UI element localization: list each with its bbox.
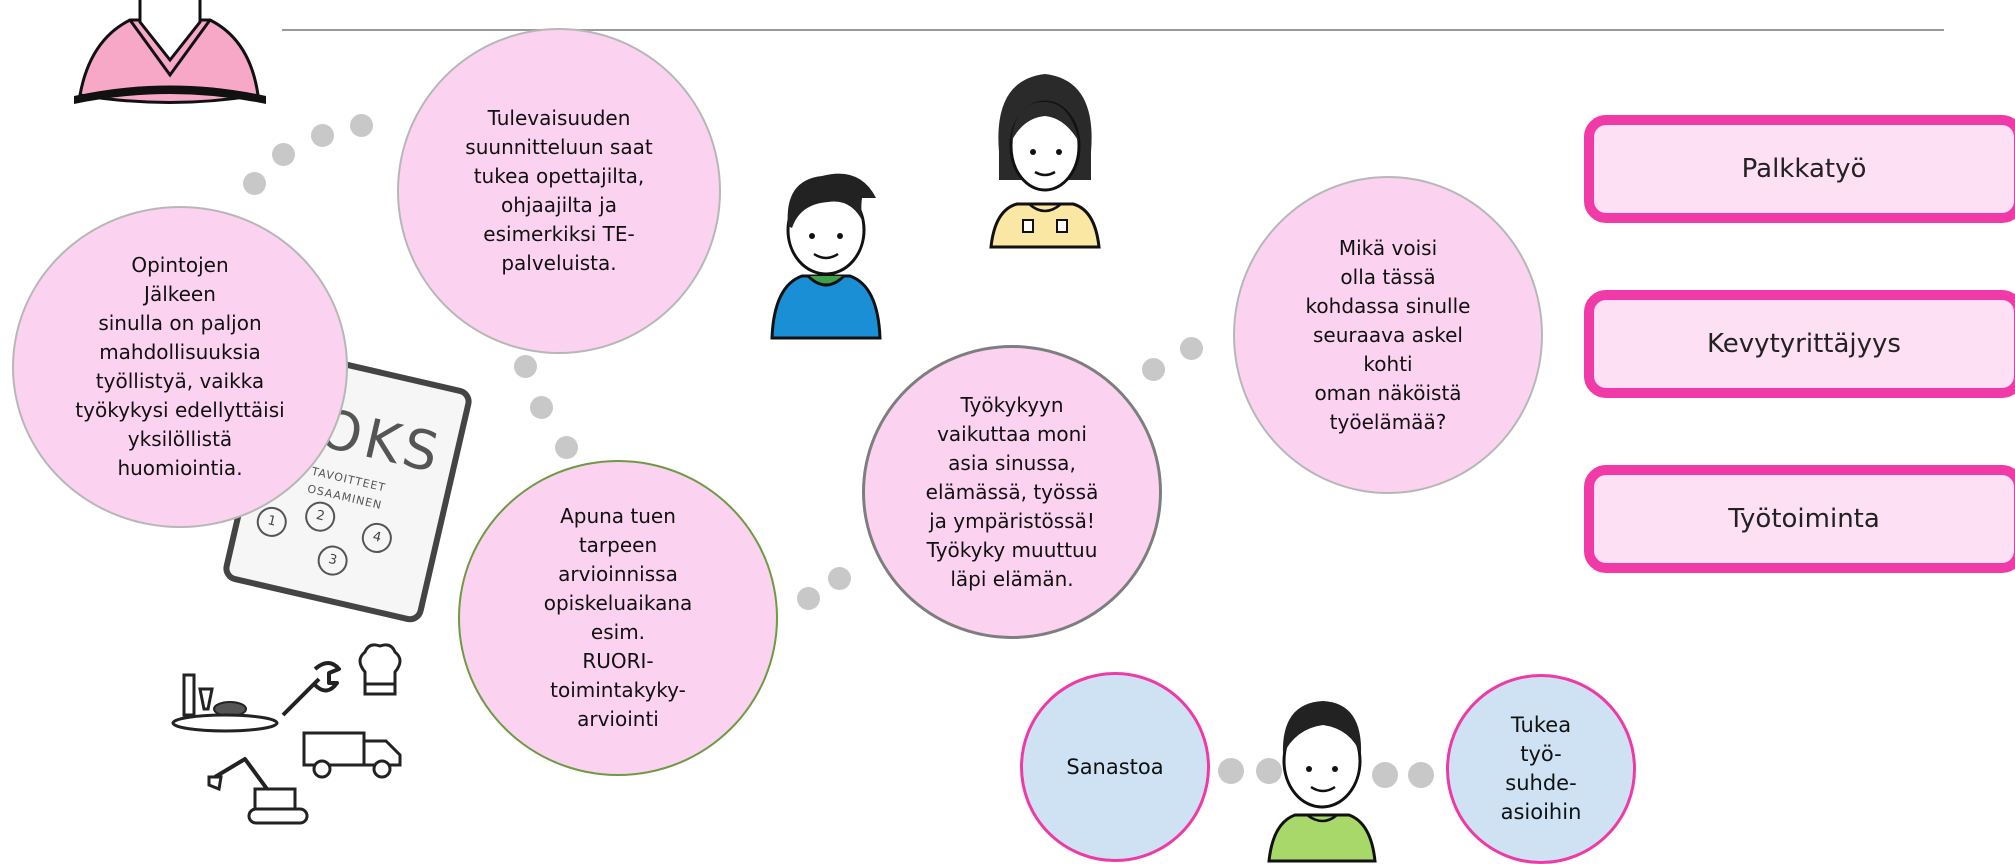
connector-dot xyxy=(797,587,820,610)
connector-dot xyxy=(514,355,537,378)
bubble-tuen-tarve: Apuna tuen tarpeen arvioinnissa opiskelu… xyxy=(458,460,778,776)
option-palkkatyo[interactable]: Palkkatyö xyxy=(1584,115,2015,223)
connector-dot xyxy=(243,172,266,195)
option-kevytyrittajyys[interactable]: Kevytyrittäjyys xyxy=(1584,290,2015,398)
bubble-text: Opintojen Jälkeen sinulla on paljon mahd… xyxy=(75,253,285,480)
woman-yellow-avatar xyxy=(989,74,1101,249)
connector-dot xyxy=(828,567,851,590)
connector-dot xyxy=(1256,758,1282,784)
bubble-text: Mikä voisi olla tässä kohdassa sinulle s… xyxy=(1305,235,1471,434)
woman-pink-avatar xyxy=(74,0,266,104)
option-label: Palkkatyö xyxy=(1741,154,1867,184)
truck-icon xyxy=(302,731,402,779)
connector-dot xyxy=(311,124,334,147)
connector-dot xyxy=(1218,758,1244,784)
tukea-label: Tukea työ- suhde- asioihin xyxy=(1500,713,1582,824)
excavator-icon xyxy=(207,757,309,825)
connector-dot xyxy=(1180,337,1203,360)
option-tyotoiminta[interactable]: Työtoiminta xyxy=(1584,465,2015,573)
connector-dot xyxy=(1372,762,1398,788)
bubble-tulevaisuuden-suunnittelu: Tulevaisuuden suunnitteluun saat tukea o… xyxy=(397,28,721,354)
bubble-text: Tulevaisuuden suunnitteluun saat tukea o… xyxy=(465,106,653,275)
boy-blue-avatar xyxy=(770,173,882,340)
connector-dot xyxy=(272,143,295,166)
sanastoa-label: Sanastoa xyxy=(1066,754,1164,779)
wrench-icon xyxy=(281,661,341,717)
connector-dot xyxy=(350,114,373,137)
bubble-tyokyky: Työkykyyn vaikuttaa moni asia sinussa, e… xyxy=(862,345,1162,639)
chef-hat-icon xyxy=(358,643,402,696)
connector-dot xyxy=(1408,762,1434,788)
top-divider xyxy=(282,29,1944,31)
connector-dot xyxy=(1142,358,1165,381)
bubble-text: Työkykyyn vaikuttaa moni asia sinussa, e… xyxy=(925,392,1099,591)
connector-dot xyxy=(530,396,553,419)
option-label: Kevytyrittäjyys xyxy=(1707,329,1901,359)
boy-green-avatar xyxy=(1267,701,1377,863)
tukea-tyosuhdeasioihin-link[interactable]: Tukea työ- suhde- asioihin xyxy=(1446,674,1636,864)
option-label: Työtoiminta xyxy=(1728,504,1880,534)
sanastoa-link[interactable]: Sanastoa xyxy=(1020,672,1210,862)
bubble-seuraava-askel: Mikä voisi olla tässä kohdassa sinulle s… xyxy=(1233,176,1543,494)
connector-dot xyxy=(555,436,578,459)
bubble-text: Apuna tuen tarpeen arvioinnissa opiskelu… xyxy=(543,504,693,731)
bubble-opintojen-jalkeen: Opintojen Jälkeen sinulla on paljon mahd… xyxy=(12,206,348,528)
food-serving-icon xyxy=(171,673,279,733)
